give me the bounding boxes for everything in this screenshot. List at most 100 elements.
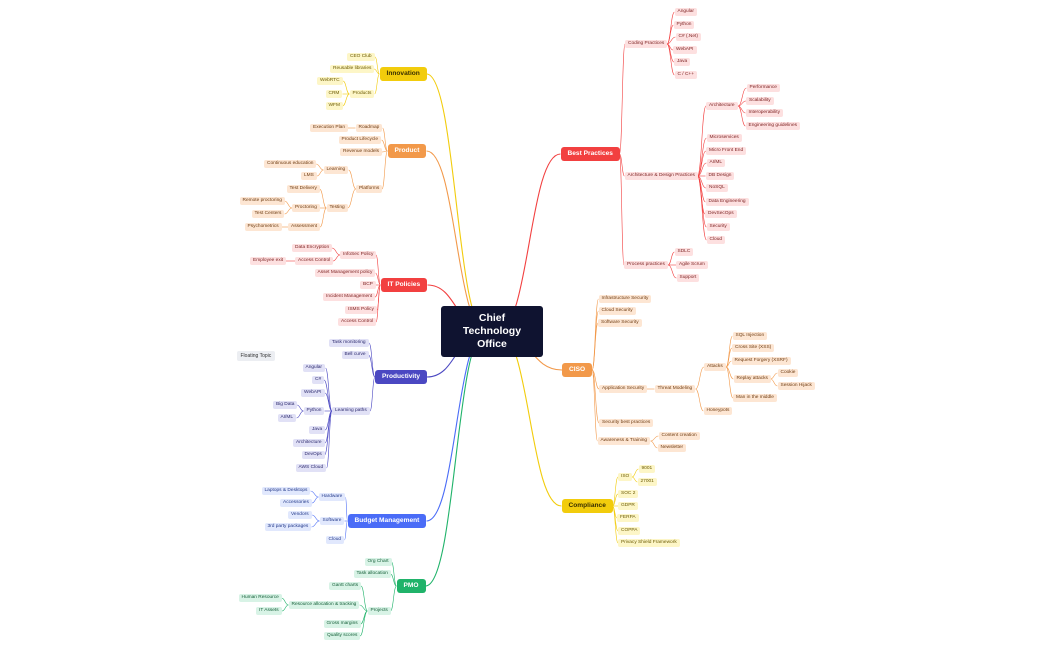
innovation-webrtc[interactable]: WebRTC — [317, 77, 343, 85]
budget-vendors[interactable]: Vendors — [288, 511, 312, 519]
best-coding-practices[interactable]: Coding Practices — [625, 40, 668, 48]
productivity-ai-ml[interactable]: AI/ML — [277, 414, 297, 422]
best-architecture-design-practices[interactable]: Architecture & Design Practices — [624, 172, 698, 180]
compliance-gdpr[interactable]: GDPR — [618, 502, 638, 510]
compliance-9001[interactable]: 9001 — [638, 465, 656, 473]
best-java[interactable]: Java — [674, 58, 691, 66]
best-cloud[interactable]: Cloud — [706, 236, 726, 244]
best-performance[interactable]: Performance — [746, 84, 780, 92]
branch-itpolicies[interactable]: IT Policies — [380, 277, 428, 293]
pmo-gross-margins[interactable]: Gross margins — [323, 620, 361, 628]
itpolicies-employee-exit[interactable]: Employee exit — [250, 257, 287, 265]
ciso-replay-attacks[interactable]: Replay attacks — [733, 375, 771, 383]
best-process-practices[interactable]: Process practices — [624, 261, 668, 269]
compliance-iso[interactable]: ISO — [618, 473, 633, 481]
budget-software[interactable]: Software — [319, 517, 345, 525]
best-engineering-guidelines[interactable]: Engineering guidelines — [745, 122, 801, 130]
best-angular[interactable]: Angular — [674, 8, 698, 16]
budget-laptops-desktops[interactable]: Laptops & Desktops — [261, 487, 311, 495]
compliance-ferpa[interactable]: FERPA — [617, 514, 639, 522]
productivity-architecture[interactable]: Architecture — [293, 439, 325, 447]
ciso-content-creation[interactable]: Content creation — [658, 432, 700, 440]
productivity-devops[interactable]: DevOps — [301, 451, 325, 459]
best-agile-scrum[interactable]: Agile Scrum — [676, 261, 708, 269]
productivity-webapi[interactable]: WebAPI — [301, 389, 325, 397]
itpolicies-bcp[interactable]: BCP — [360, 281, 376, 289]
budget-3rd-party-packages[interactable]: 3rd party packages — [264, 523, 312, 531]
best-data-engineering[interactable]: Data Engineering — [705, 198, 749, 206]
product-proctoring[interactable]: Proctoring — [292, 204, 320, 212]
central-topic[interactable]: Chief Technology Office — [441, 305, 543, 357]
best-support[interactable]: Support — [676, 274, 700, 282]
pmo-human-resource[interactable]: Human Resource — [238, 594, 282, 602]
pmo-projects[interactable]: Projects — [367, 607, 391, 615]
product-remote-proctoring[interactable]: Remote proctoring — [239, 197, 285, 205]
compliance-coppa[interactable]: COPPA — [618, 527, 641, 535]
product-product-lifecycle[interactable]: Product Lifecycle — [338, 136, 382, 144]
product-psychometrics[interactable]: Psychometrics — [244, 223, 282, 231]
ciso-software-security[interactable]: Software Security — [598, 319, 642, 327]
ciso-awareness-training[interactable]: Awareness & Training — [597, 437, 651, 445]
innovation-products[interactable]: Products — [349, 90, 375, 98]
best-nosql[interactable]: NoSQL — [706, 184, 728, 192]
best-c-net[interactable]: C# (.Net) — [675, 33, 701, 41]
ciso-man-in-the-middle[interactable]: Man in the middle — [733, 394, 777, 402]
ciso-attacks[interactable]: Attacks — [704, 363, 726, 371]
best-architecture[interactable]: Architecture — [706, 102, 738, 110]
compliance-privacy-shield-framework[interactable]: Privacy Shield Framework — [618, 539, 680, 547]
best-ai-ml[interactable]: AI/ML — [706, 159, 726, 167]
ciso-request-forgery-xsrf[interactable]: Request Forgery (XSRF) — [731, 357, 791, 365]
pmo-gantt-charts[interactable]: Gantt charts — [329, 582, 362, 590]
ciso-sql-injection[interactable]: SQL Injection — [732, 332, 768, 340]
productivity-python[interactable]: Python — [303, 407, 325, 415]
itpolicies-access-control[interactable]: Access Control — [338, 318, 377, 326]
best-devsecops[interactable]: DevSecOps — [705, 210, 737, 218]
product-continuous-education[interactable]: Continuous education — [264, 160, 317, 168]
itpolicies-infosec-policy[interactable]: InfoSec Policy — [340, 251, 377, 259]
productivity-big-data[interactable]: Big Data — [273, 401, 298, 409]
branch-ciso[interactable]: CISO — [562, 362, 593, 378]
pmo-task-allocation[interactable]: Task allocation — [353, 570, 391, 578]
branch-pmo[interactable]: PMO — [396, 578, 426, 594]
ciso-cloud-security[interactable]: Cloud Security — [598, 307, 636, 315]
budget-cloud[interactable]: Cloud — [325, 536, 345, 544]
innovation-wfm[interactable]: WFM — [325, 102, 343, 110]
best-micro-front-end[interactable]: Micro Front End — [706, 147, 747, 155]
innovation-crm[interactable]: CRM — [325, 90, 343, 98]
productivity-task-monitoring[interactable]: Task monitoring — [329, 339, 369, 347]
productivity-java[interactable]: Java — [309, 426, 326, 434]
best-webapi[interactable]: WebAPI — [673, 46, 697, 54]
product-execution-plan[interactable]: Execution Plan — [310, 124, 348, 132]
productivity-angular[interactable]: Angular — [302, 364, 326, 372]
best-sdlc[interactable]: SDLC — [674, 248, 694, 256]
ciso-honeypots[interactable]: Honeypots — [703, 407, 733, 415]
ciso-newsletter[interactable]: Newsletter — [657, 444, 687, 452]
best-db-design[interactable]: DB Design — [705, 172, 735, 180]
product-platforms[interactable]: Platforms — [356, 185, 383, 193]
ciso-cross-site-xss[interactable]: Cross Site (XSS) — [732, 344, 775, 352]
product-learning[interactable]: Learning — [323, 166, 349, 174]
ciso-application-security[interactable]: Application Security — [599, 385, 648, 393]
product-roadmap[interactable]: Roadmap — [355, 124, 383, 132]
best-python[interactable]: Python — [673, 21, 695, 29]
product-assessment[interactable]: Assessment — [288, 223, 321, 231]
pmo-org-chart[interactable]: Org Chart — [364, 558, 392, 566]
productivity-learning-paths[interactable]: Learning paths — [332, 407, 370, 415]
productivity-aws-cloud[interactable]: AWS Cloud — [295, 464, 327, 472]
best-security[interactable]: Security — [706, 223, 730, 231]
product-lms[interactable]: LMS — [301, 172, 317, 180]
ciso-security-best-practices[interactable]: Security best practices — [599, 419, 654, 427]
product-testing[interactable]: Testing — [326, 204, 348, 212]
itpolicies-isms-policy[interactable]: ISMS Policy — [345, 306, 377, 314]
branch-innovation[interactable]: Innovation — [379, 66, 427, 82]
floating-topic[interactable]: Floating Topic — [236, 351, 276, 361]
best-microservices[interactable]: Microservices — [706, 134, 742, 142]
best-c-c[interactable]: C / C++ — [674, 71, 698, 79]
branch-budget[interactable]: Budget Management — [347, 513, 427, 529]
product-test-centers[interactable]: Test Centers — [251, 210, 285, 218]
ciso-threat-modeling[interactable]: Threat Modeling — [654, 385, 696, 393]
best-interoperability[interactable]: Interoperability — [745, 109, 783, 117]
branch-compliance[interactable]: Compliance — [561, 498, 613, 514]
innovation-ceo-club[interactable]: CEO Club — [347, 53, 375, 61]
product-revenue-models[interactable]: Revenue models — [340, 148, 382, 156]
